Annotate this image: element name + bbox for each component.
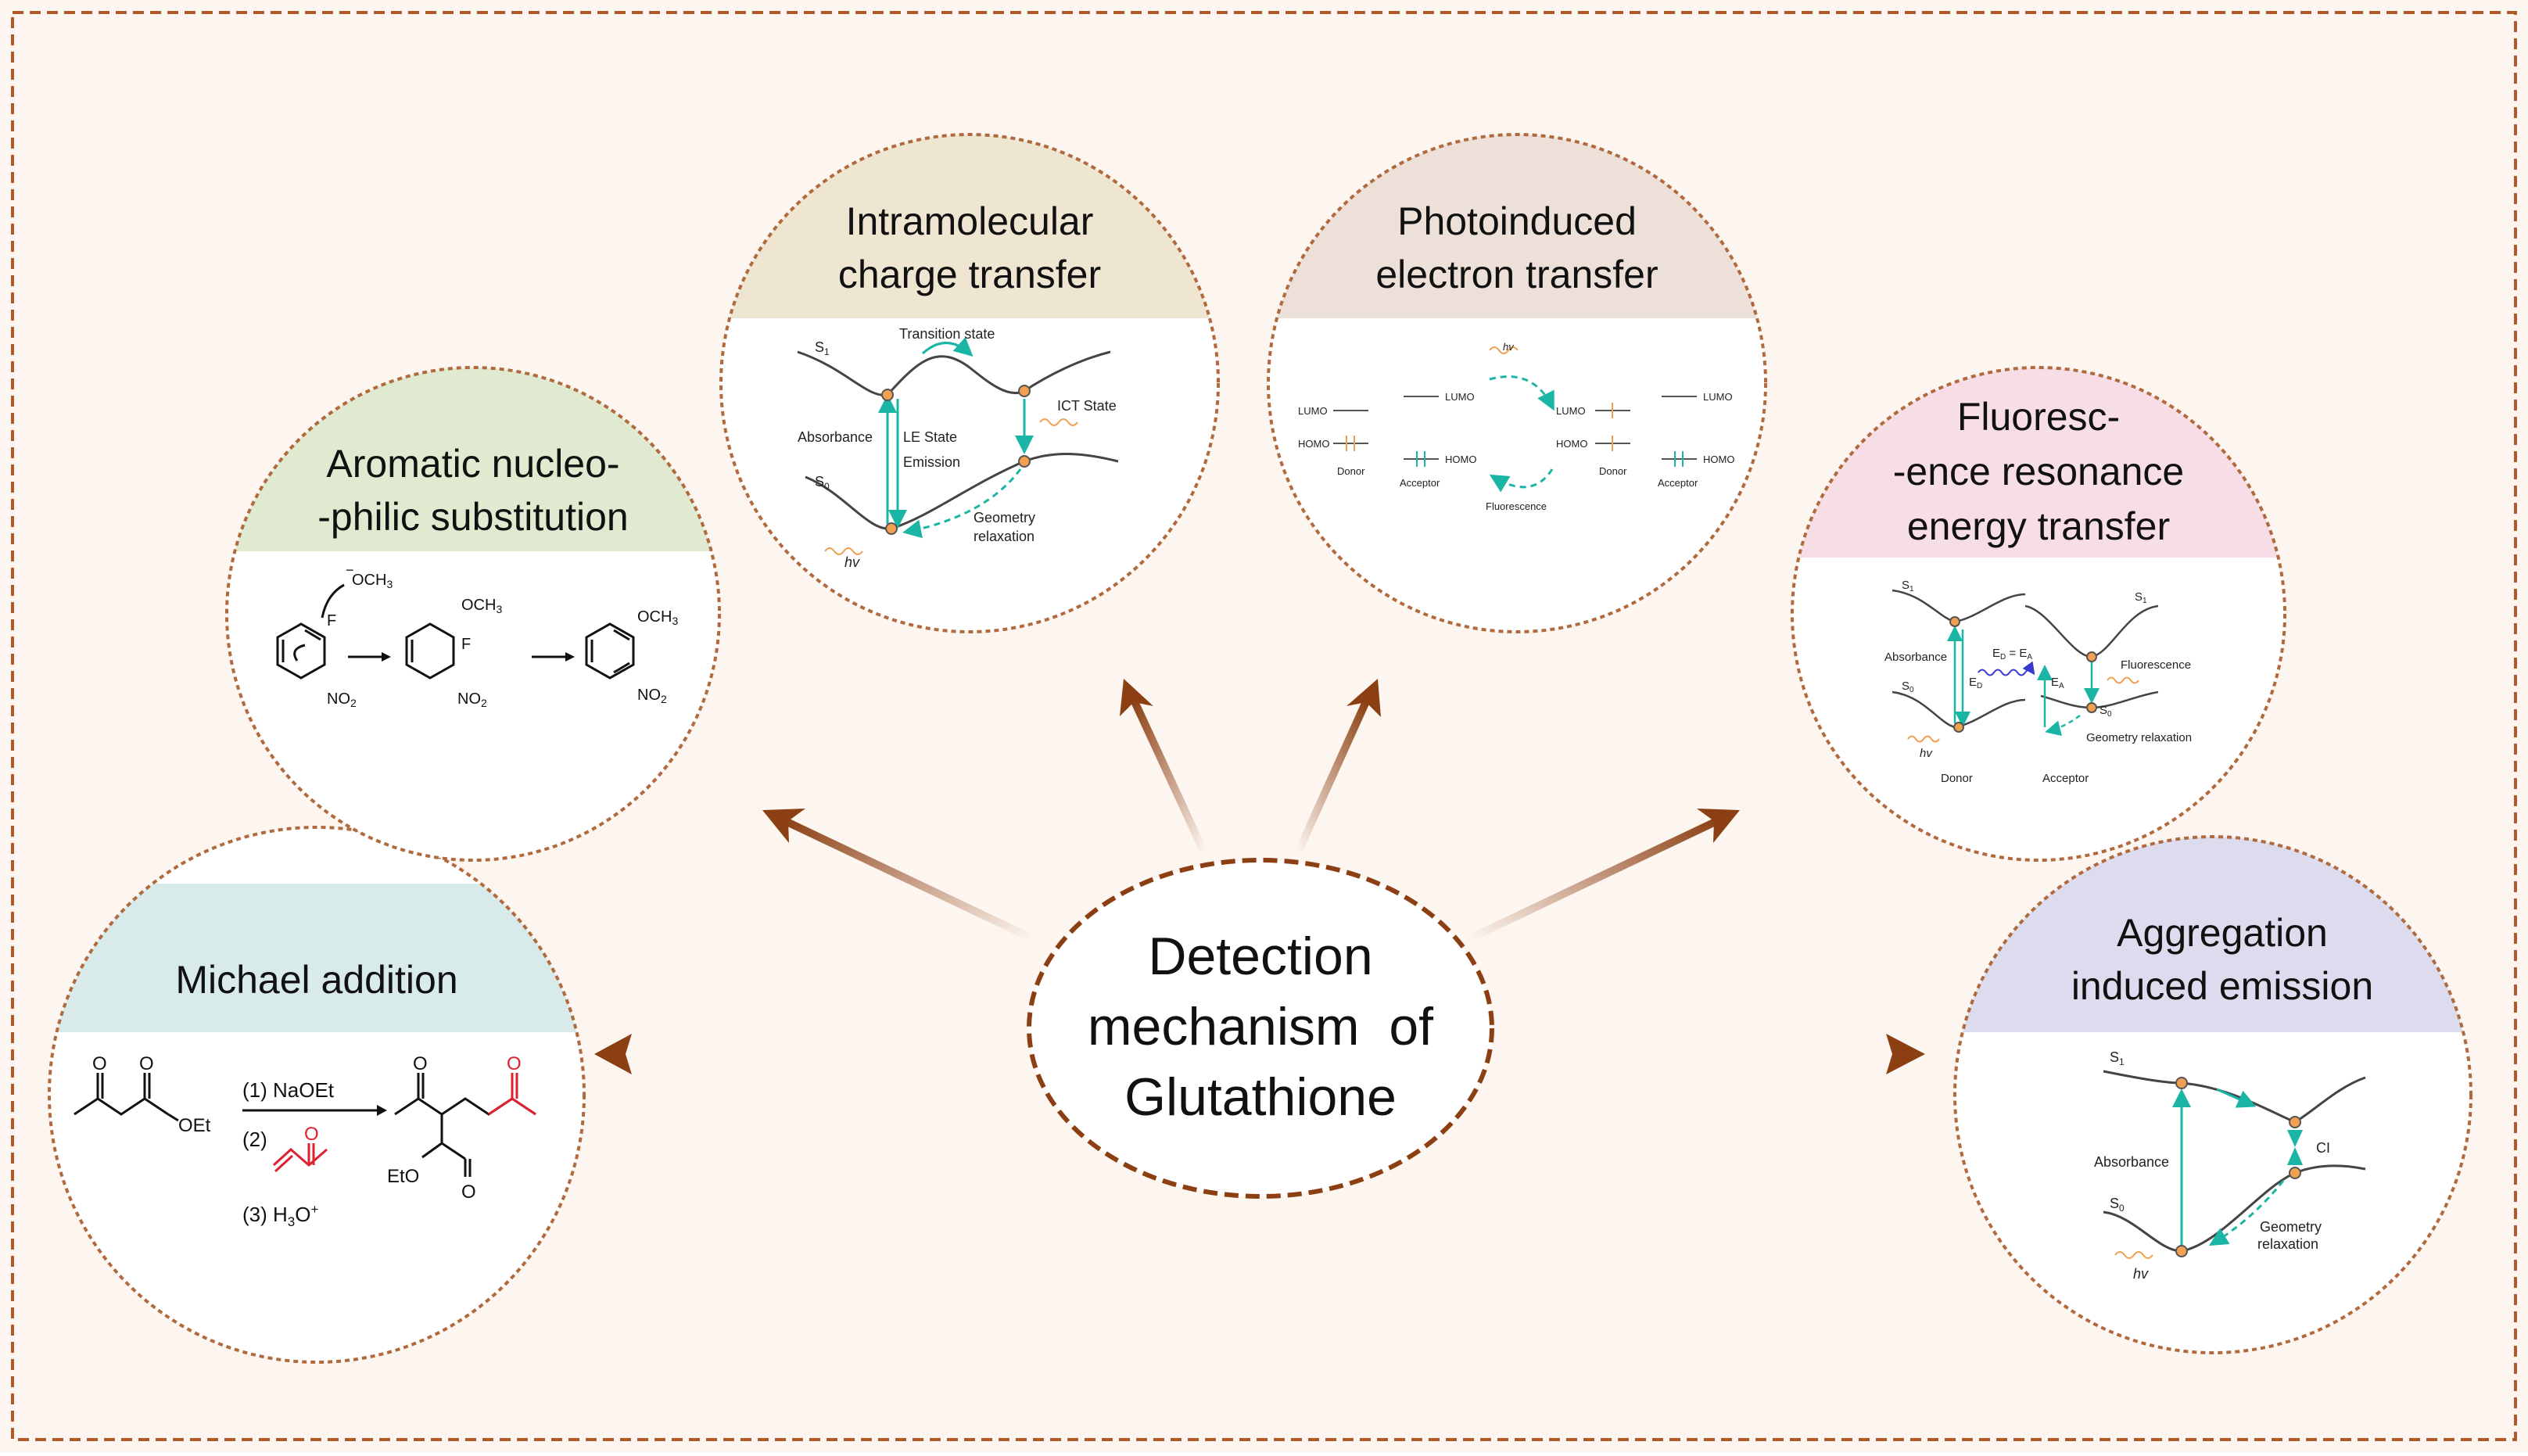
svg-text:Acceptor: Acceptor [1658,477,1698,489]
snar-title-line2: -philic substitution [317,495,628,539]
michael-enone-o: O [304,1124,319,1145]
michael-product-eto: EtO [387,1166,419,1187]
svg-text:hv: hv [1920,747,1933,760]
snar-f1: F [327,612,336,629]
svg-text:S0: S0 [2110,1196,2125,1214]
center-title-line3: Glutathione [1124,1067,1397,1127]
svg-text:Geometry: Geometry [2260,1219,2322,1235]
michael-step3: (3) H3O+ [242,1202,318,1229]
ict-absorbance-label: Absorbance [798,429,873,445]
svg-text:hv: hv [2133,1266,2149,1282]
ict-relaxation-label: relaxation [974,529,1035,544]
michael-step2: (2) [242,1128,267,1151]
svg-text:HOMO: HOMO [1445,454,1476,465]
svg-text:S0: S0 [2099,704,2112,719]
svg-text:Absorbance: Absorbance [2094,1154,2169,1170]
svg-text:S1: S1 [2135,590,2147,605]
svg-text:HOMO: HOMO [1703,454,1734,465]
ict-title-line2: charge transfer [838,253,1101,296]
arrow-ict [1130,698,1208,855]
svg-text:−: − [346,562,354,578]
svg-text:EA: EA [2051,676,2064,690]
center-node: Detection mechanism of Glutathione [1027,858,1494,1199]
ict-emission-label: Emission [903,454,960,470]
svg-text:Acceptor: Acceptor [2042,772,2089,785]
center-title-line2: mechanism of [1088,997,1433,1056]
snar-no2-3: NO2 [637,687,667,705]
michael-product-o2: O [507,1053,522,1074]
svg-text:LUMO: LUMO [1298,405,1328,417]
radial-arrows [594,679,1925,1074]
svg-text:Fluorescence: Fluorescence [1486,500,1547,512]
snar-no2-1: NO2 [327,690,357,709]
ict-hv-label: hv [844,554,860,570]
aie-title-line2: induced emission [2071,964,2373,1008]
ict-s0: S0 [815,474,830,492]
michael-step1: (1) NaOEt [242,1078,335,1102]
michael-product-o3: O [461,1182,476,1203]
svg-text:Donor: Donor [1599,465,1627,477]
svg-text:LUMO: LUMO [1445,391,1475,403]
pet-title-line2: electron transfer [1375,253,1658,296]
arrow-fret [1468,816,1723,942]
ict-ict-state-label: ICT State [1057,398,1117,414]
svg-text:Donor: Donor [1337,465,1365,477]
michael-addition-node: Michael addition [48,826,586,1364]
svg-text:HOMO: HOMO [1298,438,1329,450]
snar-och3-3: OCH3 [637,608,678,627]
svg-text:S1: S1 [1902,579,1914,594]
fret-title-line3: energy transfer [1907,504,2170,548]
snar-f2: F [461,636,471,653]
michael-reactant-o1: O [92,1053,107,1074]
snar-och3-2: OCH3 [461,597,502,615]
ict-s1: S1 [815,339,830,357]
svg-text:ED: ED [1969,676,1982,690]
arrow-pet [1294,698,1371,855]
svg-text:ED = EA: ED = EA [1992,647,2032,662]
svg-text:CI: CI [2316,1140,2330,1156]
fret-title-line1: Fluoresc- [1957,395,2120,439]
snar-title-line1: Aromatic nucleo- [326,442,619,486]
svg-text:relaxation: relaxation [2257,1236,2318,1252]
ict-transition-label: Transition state [899,326,995,342]
michael-title: Michael addition [175,958,457,1002]
snar-node: Aromatic nucleo- -philic substitution OC… [225,366,721,862]
aie-node: Aggregation induced emission S1 S0 Absor… [1953,835,2472,1354]
svg-text:LUMO: LUMO [1556,405,1586,417]
michael-product-o1: O [413,1053,428,1074]
snar-no2-2: NO2 [457,690,487,709]
svg-text:S0: S0 [1902,680,1914,694]
pet-hv: hv [1503,341,1515,353]
dashed-frame [11,11,2517,1441]
svg-text:Donor: Donor [1941,772,1973,785]
snar-och3-nucleophile: OCH3 [352,572,393,590]
svg-text:Acceptor: Acceptor [1400,477,1440,489]
center-title-line1: Detection [1148,927,1372,986]
aie-title-line1: Aggregation [2117,911,2328,955]
fret-title-line2: -ence resonance [1893,450,2184,493]
arrow-snar [780,816,1035,942]
svg-text:Absorbance: Absorbance [1884,651,1947,664]
michael-reactant-oet: OEt [178,1115,211,1136]
ict-title-line1: Intramolecular [846,199,1094,243]
ict-geometry-label: Geometry [974,510,1035,525]
svg-text:HOMO: HOMO [1556,438,1587,450]
michael-reactant-o2: O [139,1053,154,1074]
svg-text:Fluorescence: Fluorescence [2121,658,2191,672]
svg-text:S1: S1 [2110,1049,2125,1067]
svg-text:LUMO: LUMO [1703,391,1733,403]
ict-le-state-label: LE State [903,429,957,445]
pet-title-line1: Photoinduced [1397,199,1637,243]
svg-text:Geometry relaxation: Geometry relaxation [2086,731,2192,744]
